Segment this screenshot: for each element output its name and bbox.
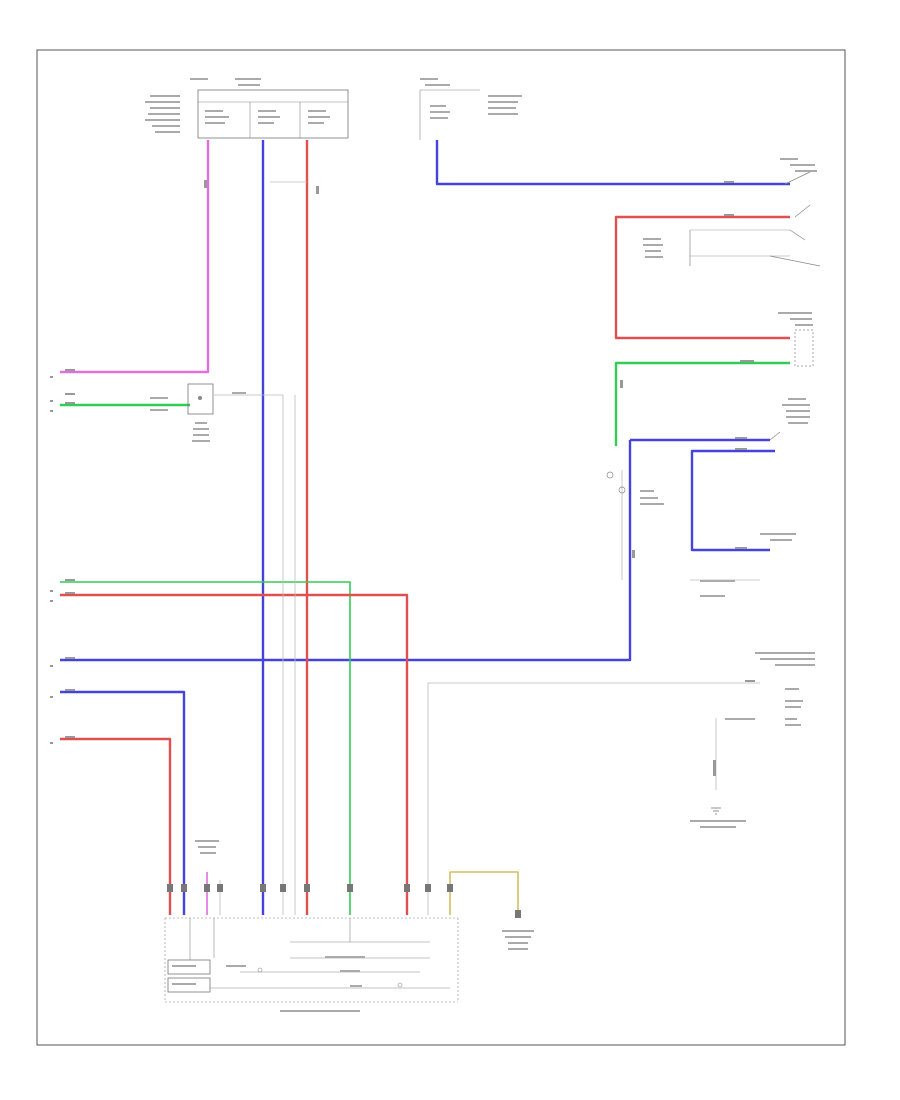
left-terminal-marks (50, 376, 53, 744)
wires (60, 140, 790, 915)
wire-blue-trunk-right (60, 440, 632, 662)
wire-green-right (614, 361, 790, 446)
wire-tags (65, 180, 755, 776)
wire-red-meter (60, 593, 409, 915)
wire-green-meter (60, 581, 351, 915)
combination-meter (164, 840, 534, 1012)
wire-red-right (614, 215, 790, 340)
right-switches (606, 171, 821, 494)
wire-red-left-lower (60, 737, 172, 915)
ignition-box (419, 78, 522, 140)
meter-pins (167, 884, 521, 918)
thin-wires (214, 181, 790, 915)
wire-blue-top (435, 140, 790, 186)
right-labels (640, 158, 817, 828)
fuse-relay-box (145, 78, 349, 139)
left-relay (150, 383, 246, 442)
wire-blue-right-loop2 (690, 449, 775, 552)
wire-blue-left-lower (60, 690, 186, 915)
wire-pink (60, 140, 210, 374)
diagram-frame (36, 49, 846, 1046)
ground-symbols (711, 807, 721, 815)
wire-yellow (449, 871, 519, 915)
